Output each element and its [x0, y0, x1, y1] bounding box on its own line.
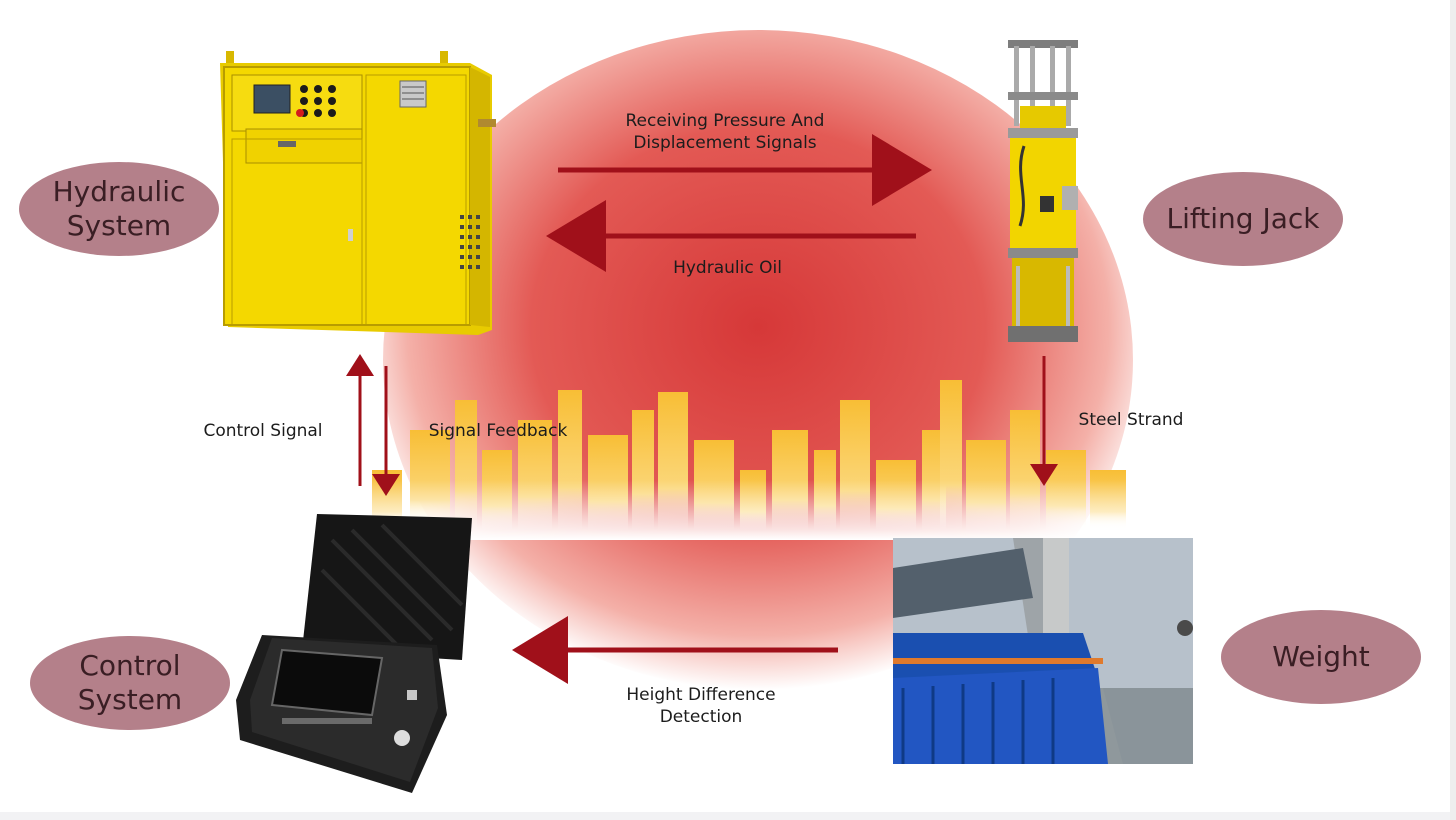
height-arrow-head — [512, 616, 568, 684]
lifting-jack-icon — [1008, 40, 1078, 342]
label-height-difference: Height Difference Detection — [626, 685, 776, 727]
label-steel-strand: Steel Strand — [1078, 410, 1184, 430]
bottom-border — [0, 812, 1456, 820]
label-hydraulic-oil: Hydraulic Oil — [673, 258, 782, 278]
right-border — [1450, 0, 1456, 820]
label-control-signal: Control Signal — [203, 421, 323, 441]
node-hydraulic-system: Hydraulic System — [19, 162, 219, 256]
node-lifting-jack: Lifting Jack — [1143, 172, 1343, 266]
hydraulic-pump-station-icon — [220, 51, 496, 335]
strand-arrow-head — [1030, 464, 1058, 486]
label-signal-feedback: Signal Feedback — [428, 421, 568, 441]
node-control-system: Control System — [30, 636, 230, 730]
feedback-arrow-head — [372, 474, 400, 496]
oil-arrow-head — [546, 200, 606, 272]
control-signal-arrow-head — [346, 354, 374, 376]
control-case-icon — [236, 514, 472, 793]
pressure-arrow-head — [872, 134, 932, 206]
node-weight: Weight — [1221, 610, 1421, 704]
bridge-structure-photo-icon — [893, 538, 1193, 764]
label-pressure-signals: Receiving Pressure And Displacement Sign… — [625, 111, 825, 153]
